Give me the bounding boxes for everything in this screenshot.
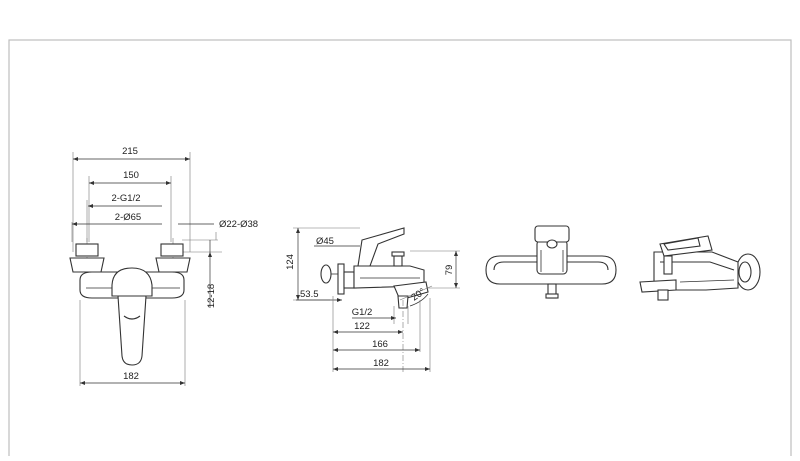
side-view	[293, 227, 460, 372]
front-dim-offset: 12-18	[206, 284, 217, 308]
side-dim-total-len: 182	[373, 358, 389, 369]
side-perspective-view	[639, 235, 761, 301]
front-dim-pipe: Ø22-Ø38	[219, 219, 258, 230]
front-dim-base: 182	[123, 371, 139, 382]
front-dim-centers: 150	[123, 170, 139, 181]
side-dim-outlet-dist: 122	[354, 321, 370, 332]
side-dim-height: 124	[285, 254, 296, 270]
side-dim-spout-len: 166	[372, 339, 388, 350]
side-dim-offset: 53.5	[300, 289, 319, 300]
front-perspective-view	[485, 225, 617, 299]
front-dim-flange: 2-Ø65	[115, 212, 141, 223]
side-dim-outlet-thread: G1/2	[352, 307, 373, 318]
front-dim-thread: 2-G1/2	[111, 193, 140, 204]
side-dim-handle-dia: Ø45	[316, 236, 334, 247]
side-dim-spout-height: 79	[444, 265, 455, 276]
front-dim-overall: 215	[122, 146, 138, 157]
front-view	[69, 152, 222, 386]
